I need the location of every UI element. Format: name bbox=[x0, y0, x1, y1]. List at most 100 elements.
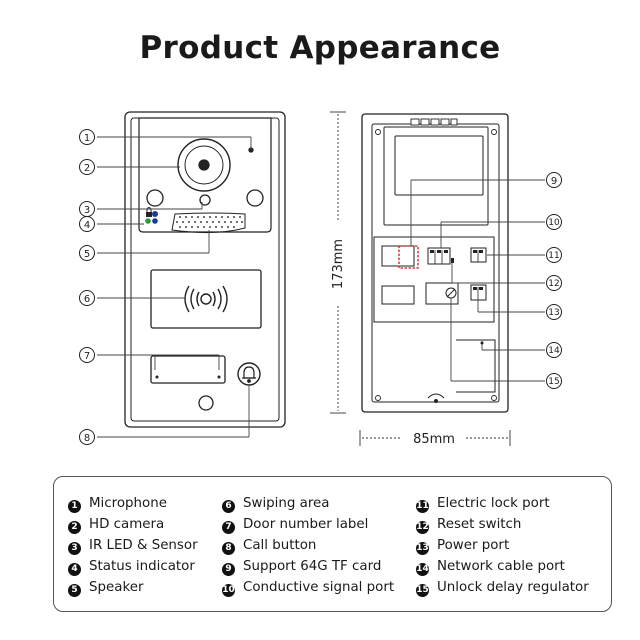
legend-item: 6 Swiping area bbox=[222, 493, 394, 514]
callout-12: 12 bbox=[548, 279, 559, 289]
callout-11: 11 bbox=[548, 251, 559, 261]
nfc-icon bbox=[184, 285, 228, 313]
width-dimension-line bbox=[359, 430, 511, 446]
callout-14: 14 bbox=[548, 346, 560, 356]
legend-item: 14 Network cable port bbox=[416, 556, 589, 577]
height-dimension-line bbox=[330, 111, 346, 414]
legend-number: 2 bbox=[68, 521, 81, 534]
legend-number: 5 bbox=[68, 584, 81, 597]
legend-item: 1 Microphone bbox=[68, 493, 198, 514]
tf-card-slot bbox=[398, 245, 419, 269]
front-callout-numbers: 1 2 3 4 5 6 7 8 bbox=[84, 133, 90, 444]
legend-item: 8 Call button bbox=[222, 535, 394, 556]
legend-number: 1 bbox=[68, 500, 81, 513]
legend-item: 11 Electric lock port bbox=[416, 493, 589, 514]
camera-module bbox=[138, 117, 272, 233]
legend-label: IR LED & Sensor bbox=[89, 538, 198, 553]
hd-camera-lens-ring bbox=[184, 145, 224, 185]
unlock-delay-regulator bbox=[445, 287, 457, 299]
back-callout-numbers: 9 10 11 12 13 14 15 bbox=[548, 176, 560, 387]
callout-15: 15 bbox=[548, 377, 559, 387]
door-number-label bbox=[150, 355, 226, 384]
page-title: Product Appearance bbox=[139, 30, 501, 66]
legend-label: Power port bbox=[437, 538, 510, 553]
back-top-tabs bbox=[410, 118, 458, 126]
height-label: 173mm bbox=[331, 239, 346, 289]
small-switch bbox=[451, 258, 454, 263]
legend-number: 13 bbox=[416, 542, 429, 555]
legend-number: 4 bbox=[68, 563, 81, 576]
back-left-block-1 bbox=[381, 245, 415, 267]
legend-number: 10 bbox=[222, 584, 235, 597]
width-label: 85mm bbox=[413, 432, 455, 447]
legend-label: Support 64G TF card bbox=[243, 559, 382, 574]
legend-label: Electric lock port bbox=[437, 496, 550, 511]
callout-3: 3 bbox=[84, 205, 90, 216]
front-callout-circles bbox=[79, 129, 95, 445]
legend-label: Swiping area bbox=[243, 496, 330, 511]
callout-13: 13 bbox=[548, 308, 559, 318]
door-label-screws bbox=[155, 375, 221, 379]
legend-number: 8 bbox=[222, 542, 235, 555]
back-top-window bbox=[394, 135, 484, 196]
legend-label: Door number label bbox=[243, 517, 369, 532]
hd-camera-lens-core bbox=[198, 159, 210, 171]
ir-led-left bbox=[146, 189, 164, 207]
callout-5: 5 bbox=[84, 249, 90, 260]
ir-sensor bbox=[199, 194, 211, 206]
legend-column-3: 11 Electric lock port 12 Reset switch 13 Po… bbox=[416, 493, 589, 598]
legend-item: 9 Support 64G TF card bbox=[222, 556, 394, 577]
reset-switch-box bbox=[425, 282, 459, 305]
callout-6: 6 bbox=[84, 294, 90, 305]
callout-2: 2 bbox=[84, 163, 90, 174]
legend-item: 13 Power port bbox=[416, 535, 589, 556]
legend-label: Reset switch bbox=[437, 517, 522, 532]
front-panel bbox=[124, 111, 286, 428]
back-connector-board bbox=[373, 236, 495, 323]
back-leader-lines bbox=[410, 179, 545, 382]
legend-number: 12 bbox=[416, 521, 429, 534]
legend-label: Status indicator bbox=[89, 559, 195, 574]
back-callout-circles bbox=[546, 172, 562, 389]
legend-number: 14 bbox=[416, 563, 429, 576]
bottom-mount-hole bbox=[427, 393, 445, 399]
legend-number: 9 bbox=[222, 563, 235, 576]
status-indicator bbox=[145, 207, 158, 224]
legend-number: 3 bbox=[68, 542, 81, 555]
legend-item: 4 Status indicator bbox=[68, 556, 198, 577]
callout-7: 7 bbox=[84, 351, 90, 362]
callout-9: 9 bbox=[551, 176, 557, 187]
legend-label: Conductive signal port bbox=[243, 580, 395, 595]
ir-led-right bbox=[246, 189, 264, 207]
conductive-signal-port bbox=[427, 247, 451, 265]
product-diagram: 1 2 3 4 5 6 7 8 173mm bbox=[79, 111, 562, 447]
legend-number: 6 bbox=[222, 500, 235, 513]
callout-1: 1 bbox=[84, 133, 90, 144]
bell-icon bbox=[242, 366, 256, 383]
swiping-area bbox=[150, 269, 262, 329]
back-left-block-2 bbox=[381, 285, 415, 305]
speaker-holes bbox=[176, 216, 243, 228]
network-cable-recess bbox=[456, 339, 496, 393]
power-port bbox=[470, 284, 487, 301]
callout-10: 10 bbox=[548, 218, 560, 228]
bottom-screw-hole bbox=[198, 395, 214, 411]
legend-number: 15 bbox=[416, 584, 429, 597]
hd-camera-lens-outer bbox=[177, 138, 231, 192]
back-corner-screws bbox=[375, 129, 497, 401]
legend-item: 12 Reset switch bbox=[416, 514, 589, 535]
legend-number: 11 bbox=[416, 500, 429, 513]
front-leader-lines bbox=[97, 136, 252, 438]
back-top-module bbox=[383, 126, 489, 226]
back-panel bbox=[361, 113, 509, 413]
legend-label: Call button bbox=[243, 538, 317, 553]
legend-label: Network cable port bbox=[437, 559, 565, 574]
legend-label: Microphone bbox=[89, 496, 167, 511]
